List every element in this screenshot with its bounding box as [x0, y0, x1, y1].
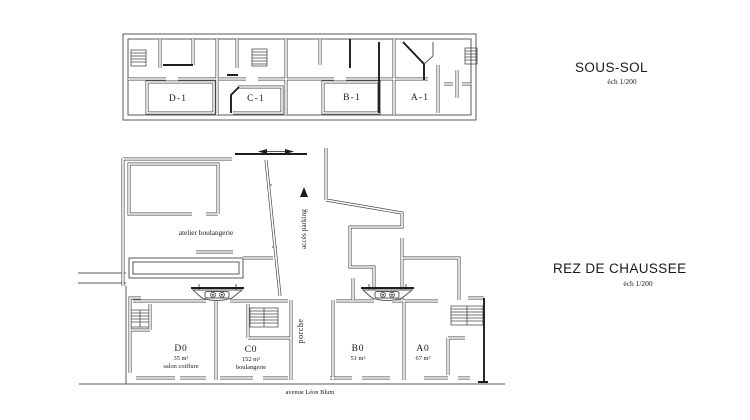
- unit-c0-id: C0: [245, 345, 258, 355]
- entrance-canopy-icon: [191, 284, 244, 301]
- unit-d0-use: salon coiffure: [163, 363, 198, 370]
- up-arrow-icon: [300, 187, 308, 197]
- basement-title: SOUS-SOL: [575, 60, 648, 75]
- porch-label: porche: [296, 319, 305, 344]
- unit-c0-area: 152 m²: [242, 356, 260, 363]
- unit-b0-area: 51 m²: [351, 355, 366, 362]
- entrance-canopy-icon: [361, 284, 414, 301]
- basement-outline: [122, 33, 477, 121]
- ground-stairs-hatch: [130, 305, 484, 328]
- unit-a0-area: 67 m²: [416, 355, 431, 362]
- unit-d0-id: D0: [174, 344, 187, 354]
- workshop-label: atelier boulangerie: [179, 228, 234, 237]
- basement-stairs-hatch: [130, 47, 478, 67]
- unit-a0-id: A0: [416, 344, 429, 354]
- basement-room-label-d1: D-1: [169, 94, 187, 104]
- unit-b0-id: B0: [352, 344, 365, 354]
- basement-room-label-a1: A-1: [411, 93, 429, 103]
- ground-scale: éch 1/200: [623, 279, 653, 288]
- parking-access-label: accès parking: [299, 209, 308, 249]
- unit-d0-area: 35 m²: [174, 355, 189, 362]
- basement-scale: éch 1/200: [607, 77, 637, 86]
- basement-room-label-b1: B-1: [343, 93, 361, 103]
- basement-room-label-c1: C-1: [247, 94, 265, 104]
- street-label: avenue Léon Blum: [286, 389, 335, 396]
- accent-walls: [163, 39, 488, 383]
- unit-c0-use: boulangerie: [236, 364, 266, 371]
- ground-title: REZ DE CHAUSSEE: [553, 261, 687, 276]
- gate-slide-arrows-icon: [258, 149, 294, 154]
